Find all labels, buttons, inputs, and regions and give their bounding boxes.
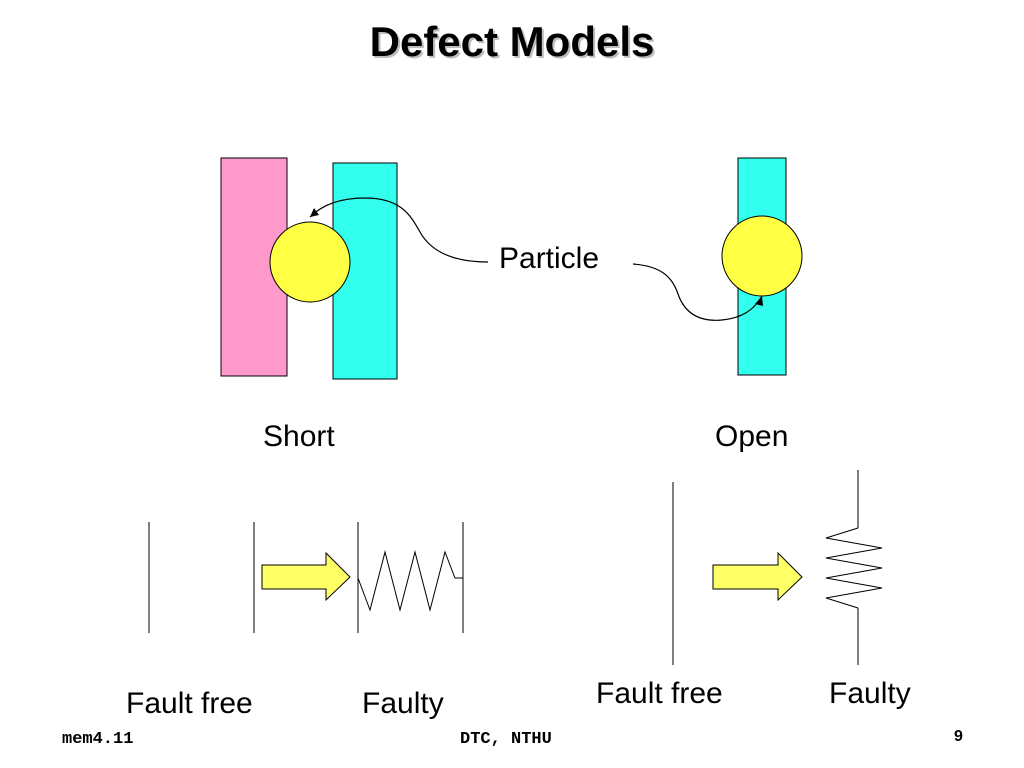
open-transform-arrow [712,551,803,602]
short-faulty-label: Faulty [362,687,444,720]
particle-arrowhead-open [755,296,763,306]
short-particle [269,221,351,303]
open-label: Open [715,420,789,453]
particle-leader-short [309,197,489,263]
page-number: 9 [954,728,963,745]
particle-leader-open [632,263,763,321]
open-faulty-resistor [825,527,883,609]
short-faulty-resistor [357,550,463,612]
particle-arrowhead-short [310,208,319,217]
open-fault-free-label: Fault free [596,677,723,710]
particle-label: Particle [499,242,600,275]
slide-title: Defect Models [369,18,655,65]
footer-left: mem4.11 [62,730,134,749]
open-faulty-label: Faulty [829,677,911,710]
short-fault-free-label: Fault free [126,687,253,720]
short-label: Short [263,420,335,453]
open-particle [721,215,803,297]
short-transform-arrow [261,551,351,602]
footer-center: DTC, NTHU [460,730,552,749]
